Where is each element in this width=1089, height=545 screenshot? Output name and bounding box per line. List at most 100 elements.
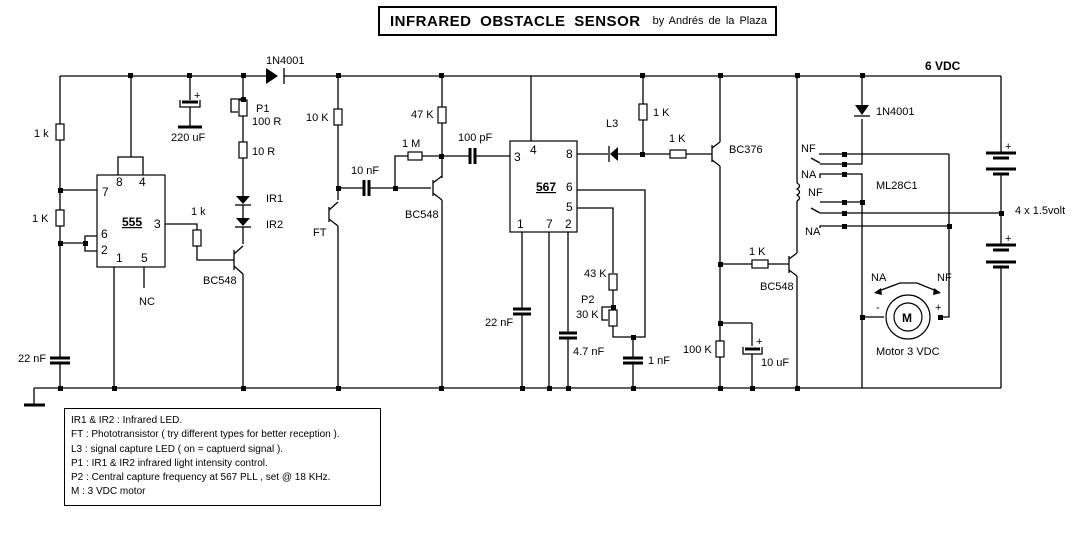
resistor-1m <box>407 151 423 161</box>
svg-text:1: 1 <box>116 251 123 265</box>
p2-value: 30 K <box>576 309 599 321</box>
c-pin1-label: 22 nF <box>485 317 513 329</box>
svg-text:5: 5 <box>566 200 573 214</box>
pll-567: 3 4 8 6 5 1 7 2 567 22 nF 4.7 nF 43 K P2… <box>485 76 670 388</box>
c-supply-label: 220 uF <box>171 132 206 144</box>
relay-nf1-label: NF <box>801 143 816 155</box>
ft-label: FT <box>313 227 327 239</box>
r-fb-label: 1 M <box>402 138 420 150</box>
r-coll-label: 47 K <box>411 109 434 121</box>
svg-text:4: 4 <box>530 143 537 157</box>
ic-567-label: 567 <box>536 180 556 194</box>
r-led-label: 1 K <box>653 107 670 119</box>
svg-text:3: 3 <box>514 150 521 164</box>
ground-rail <box>24 387 1001 407</box>
relay-na1-label: NA <box>801 169 817 181</box>
r-series-label: 10 R <box>252 146 275 158</box>
led-ir2 <box>236 218 250 226</box>
title: INFRARED OBSTACLE SENSOR <box>390 12 641 30</box>
ic-555-body <box>96 174 166 268</box>
r-pd-label: 100 K <box>683 344 712 356</box>
diode-top-label: 1N4001 <box>266 55 305 67</box>
diode-1n4001-relay <box>855 105 869 115</box>
note-line: M : 3 VDC motor <box>71 486 146 498</box>
resistor-43k <box>608 273 618 291</box>
svg-text:2: 2 <box>565 217 572 231</box>
junctions <box>58 73 1004 391</box>
ir-emitter: P1 100 R 10 R IR1 IR2 BC548 1N4001 <box>203 55 305 388</box>
battery: + + 4 x 1.5volt 6 VDC <box>925 59 1065 388</box>
pot-p1 <box>238 99 248 117</box>
supply-voltage-label: 6 VDC <box>925 59 961 73</box>
nc-label: NC <box>139 296 155 308</box>
p2-label: P2 <box>581 294 594 306</box>
svg-text:+: + <box>1005 141 1011 153</box>
ir2-label: IR2 <box>266 219 283 231</box>
motor-na-label: NA <box>871 272 887 284</box>
resistor-1k-led <box>638 103 648 121</box>
note-line: P1 : IR1 & IR2 infrared light intensity … <box>71 457 268 469</box>
resistor-1k-top <box>55 123 65 141</box>
svg-text:2: 2 <box>101 243 108 257</box>
battery-label: 4 x 1.5volt <box>1015 205 1065 217</box>
title-box: INFRARED OBSTACLE SENSOR by Andrés de la… <box>378 6 777 36</box>
pot-p2 <box>608 309 618 327</box>
motor-nf-label: NF <box>937 272 952 284</box>
resistor-1k-npn <box>751 259 769 269</box>
c-pin2-label: 4.7 nF <box>573 346 604 358</box>
note-line: FT : Phototransistor ( try different typ… <box>71 429 340 441</box>
svg-text:7: 7 <box>102 185 109 199</box>
c-freq-label: 1 nF <box>648 355 670 367</box>
resistor-10k <box>333 108 343 126</box>
c-out-label: 100 pF <box>458 132 493 144</box>
note-line: P2 : Central capture frequency at 567 PL… <box>71 472 331 484</box>
driver-stage: 1 K BC376 1 K BC548 100 K + 10 uF <box>669 76 798 388</box>
svg-text:+: + <box>1005 233 1011 245</box>
resistor-1k-base <box>192 229 202 247</box>
resistor-1k-mid <box>55 209 65 227</box>
r-top-label: 1 k <box>34 128 49 140</box>
svg-text:8: 8 <box>566 147 573 161</box>
svg-text:+: + <box>935 302 941 314</box>
svg-text:4: 4 <box>139 175 146 189</box>
relay-nf2-label: NF <box>808 187 823 199</box>
ir1-label: IR1 <box>266 193 283 205</box>
svg-text:6: 6 <box>566 180 573 194</box>
motor: M - + NA NF Motor 3 VDC <box>862 272 952 358</box>
p1-label: P1 <box>256 103 269 115</box>
svg-text:6: 6 <box>101 227 108 241</box>
resistor-10r <box>238 141 248 159</box>
relay-diode-label: 1N4001 <box>876 106 915 118</box>
ic-567-body <box>509 140 578 233</box>
svg-text:5: 5 <box>141 251 148 265</box>
r-base-label: 1 k <box>191 206 206 218</box>
author-byline: by Andrés de la Plaza <box>652 15 767 27</box>
r-pnp-label: 1 K <box>669 133 686 145</box>
motor-label: Motor 3 VDC <box>876 346 940 358</box>
ic-555-label: 555 <box>122 215 142 229</box>
receiver: 10 K FT 10 nF 1 M 47 K BC548 100 pF <box>306 76 510 388</box>
svg-text:+: + <box>194 90 200 102</box>
r-freq-label: 43 K <box>584 268 607 280</box>
r-npn-label: 1 K <box>749 246 766 258</box>
l3-label: L3 <box>606 118 618 130</box>
led-l3 <box>610 147 618 161</box>
c-timing-label: 22 nF <box>18 353 46 365</box>
npn-label: BC548 <box>760 281 794 293</box>
svg-text:1: 1 <box>517 217 524 231</box>
timer-555: 1 k 1 K 22 nF 7 8 4 6 2 1 5 3 555 NC 1 k <box>18 76 234 388</box>
svg-text:7: 7 <box>546 217 553 231</box>
note-line: IR1 & IR2 : Infrared LED. <box>71 415 183 426</box>
relay-name-label: ML28C1 <box>876 180 918 192</box>
svg-text:-: - <box>876 302 880 314</box>
led-ir1 <box>236 196 250 204</box>
resistor-47k <box>437 106 447 124</box>
relay-coil <box>795 182 801 202</box>
svg-text:8: 8 <box>116 175 123 189</box>
driver-555-label: BC548 <box>203 275 237 287</box>
notes-box: IR1 & IR2 : Infrared LED. FT : Phototran… <box>64 408 381 506</box>
diode-1n4001-top <box>266 68 278 84</box>
resistor-100k <box>715 340 725 358</box>
p1-value: 100 R <box>252 116 281 128</box>
